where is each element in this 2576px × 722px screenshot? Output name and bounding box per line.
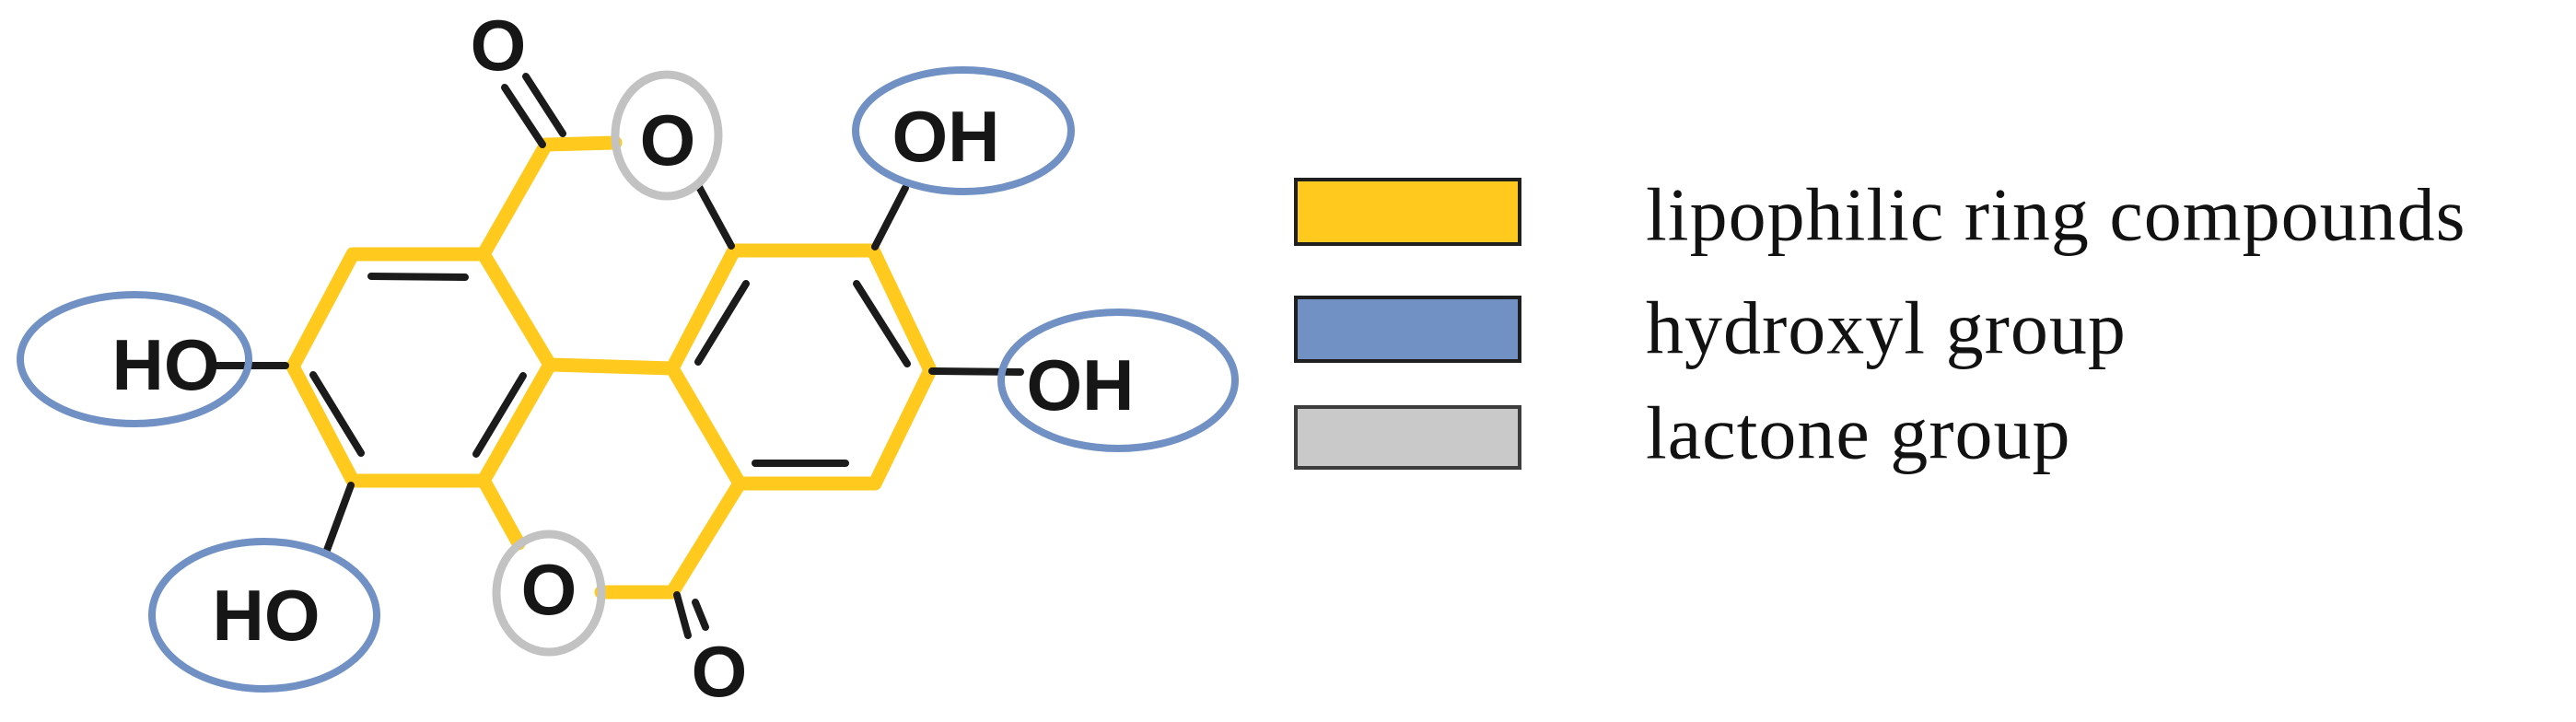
oh-top-bond [871,184,909,250]
carbonyl-double-bond-bottom [673,591,692,639]
left-benzene-ring [286,247,557,488]
top-lactone-bond-b [539,135,623,152]
atom-label-ho-left: HO [112,324,220,405]
legend-swatch-lipophilic [1294,178,1521,246]
lactone-highlight-circle-bottom [492,530,606,657]
atom-labels: O O OH HO OH HO O O [112,5,1135,712]
atom-label-carbonyl-o-bottom: O [692,631,748,712]
hydroxyl-highlights [17,66,1239,693]
legend: lipophilic ring compounds hydroxyl group… [1294,173,2465,475]
legend-label-lactone: lactone group [1646,391,2071,475]
bottom-lactone-bond-c [665,476,747,600]
legend-swatch-hydroxyl [1294,296,1521,363]
top-lactone-bond-a [476,137,554,262]
legend-label-hydroxyl: hydroxyl group [1646,286,2127,370]
oh-right-bond [928,367,1024,376]
double-bond-inner [472,372,527,458]
legend-label-lipophilic: lipophilic ring compounds [1646,173,2465,257]
hydroxyl-highlight-ellipse-bottom [148,538,380,693]
hydroxyl-highlight-ellipse-left [17,291,252,427]
right-benzene-ring [665,243,938,491]
ho-bottom-bond [322,482,355,556]
hydroxyl-highlight-ellipse-top-right [852,66,1075,195]
central-bond [542,357,680,376]
hydroxyl-highlight-ellipse-right [997,309,1239,452]
carbonyl-double-bond-top [522,73,566,137]
lactone-o-ring-bond [694,181,735,250]
lactone-highlight-circle-top [611,70,723,201]
double-bond-inner [367,273,469,281]
lipophilic-ring-highlight [286,135,938,600]
carbonyl-double-bond-top [501,84,546,148]
carbonyl-double-bond-bottom [692,599,709,631]
double-bond-inner [694,280,750,366]
atom-label-carbonyl-o-top: O [471,5,527,86]
atom-label-oh-right: OH [1027,344,1135,425]
atom-label-lactone-o-bottom: O [521,549,577,630]
atom-label-ho-bottom-left: HO [213,575,321,656]
atom-label-lactone-o-top: O [640,99,696,180]
bottom-lactone-bond-a [478,476,526,551]
lactone-highlights [492,70,723,657]
atom-label-oh-top-right: OH [892,96,1000,177]
legend-swatch-lactone [1294,405,1521,470]
double-bond-inner [853,280,911,367]
double-bond-inner [309,371,365,457]
